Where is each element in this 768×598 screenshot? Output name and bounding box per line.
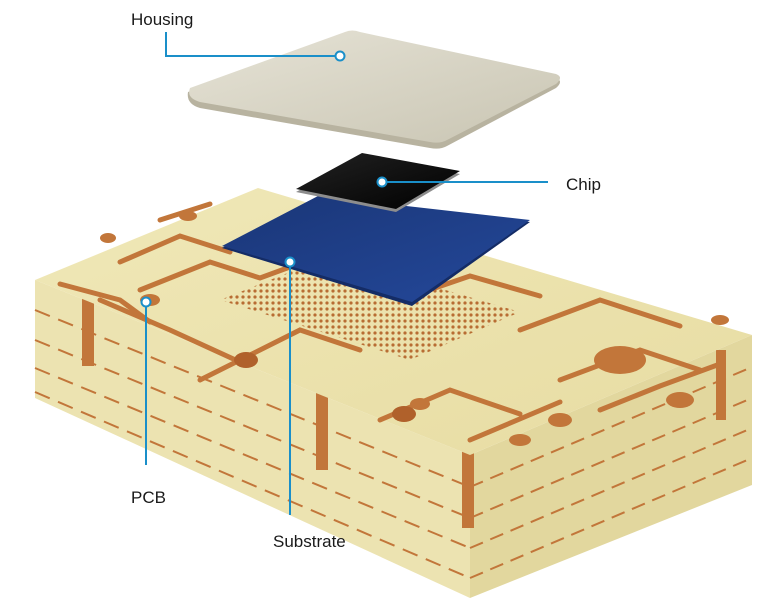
callout-lines [145, 32, 548, 515]
pcb-copper-layers-front [34, 309, 471, 579]
pcb-vias-front [82, 298, 726, 528]
callout-markers [140, 50, 388, 308]
pcb-bga-pad-field [220, 256, 520, 360]
pcb-board [34, 188, 753, 598]
callout-marker-chip [376, 176, 388, 188]
callout-marker-housing [334, 50, 346, 62]
substrate-layer [222, 196, 530, 306]
housing-lid [187, 30, 560, 149]
pcb-copper-traces [57, 201, 723, 443]
housing-label: Housing [131, 10, 194, 29]
pcb-label: PCB [131, 488, 166, 507]
pcb-front-face [35, 280, 470, 598]
pcb-copper-layers-right [469, 366, 753, 579]
chip-label: Chip [566, 175, 601, 194]
callout-marker-substrate [284, 256, 296, 268]
substrate-label: Substrate [273, 532, 346, 551]
callout-line-housing [165, 32, 340, 57]
callout-marker-pcb [140, 296, 152, 308]
